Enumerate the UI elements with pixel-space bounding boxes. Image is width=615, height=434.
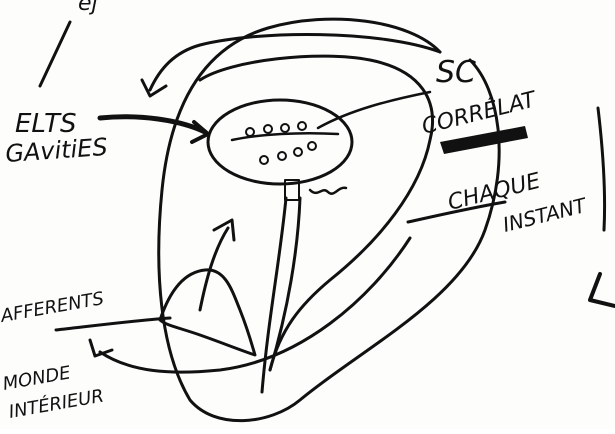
label-gavities: GAvitiES xyxy=(4,133,108,168)
afferent-line xyxy=(56,318,170,330)
label-elts: ELTS xyxy=(15,109,77,139)
dot xyxy=(281,124,289,132)
stalk-left xyxy=(262,198,286,392)
squiggle xyxy=(310,188,346,194)
sc-connector xyxy=(318,92,430,128)
dot xyxy=(294,148,302,156)
label-monde: MONDE xyxy=(1,362,73,395)
bottom-arrowhead xyxy=(90,340,112,356)
right-edge-arrow xyxy=(590,274,615,306)
dot xyxy=(298,122,306,130)
sensory-oval xyxy=(208,100,352,184)
label-top-fragment: ej xyxy=(78,0,99,16)
label-sc: SC xyxy=(436,55,476,90)
dot xyxy=(278,152,286,160)
dot xyxy=(264,125,272,133)
dot xyxy=(246,128,254,136)
right-edge-stroke xyxy=(598,108,605,230)
dot xyxy=(260,156,268,164)
top-left-stroke xyxy=(40,22,70,86)
elts-arrow-shaft xyxy=(100,117,205,132)
dot xyxy=(308,142,316,150)
inner-loop xyxy=(200,56,433,370)
label-afferents: AFFERENTS xyxy=(0,288,105,327)
return-arc xyxy=(150,35,440,90)
